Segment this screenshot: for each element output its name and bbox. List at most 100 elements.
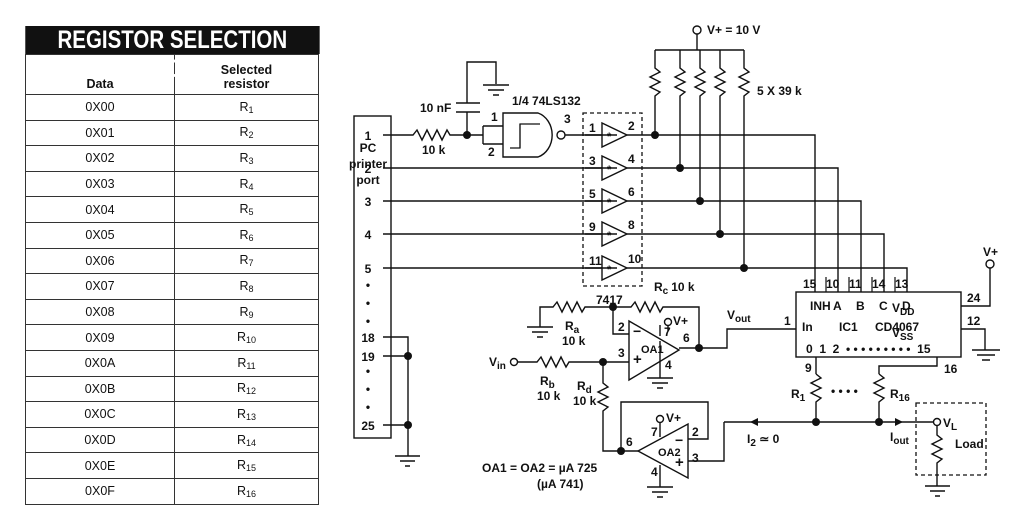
vl-label: VL [943,416,957,433]
port-pin-4: 4 [365,228,372,242]
nand-part-label: 1/4 74LS132 [512,94,581,108]
opamp-note-2: (µA 741) [537,477,583,491]
vin-label: Vin [489,355,506,372]
load-outline [915,402,987,476]
resistor-ellipsis: • • • • [831,384,858,398]
mux-route [650,200,862,292]
buffer-part-label: 7417 [596,293,623,307]
buffer-pin-out: 4 [628,152,635,166]
resistor-letter: R [239,99,249,114]
cell-data: 0X02 [25,145,175,172]
oa2-minus: − [675,432,683,448]
mux-vss: VSS [892,326,914,343]
r16-label: R16 [890,387,910,404]
cell-resistor: R3 [174,145,319,172]
mux-pin-label: C [879,299,888,313]
buffer-pin-out: 8 [628,218,635,232]
i2-label: I2 ≃ 0 [747,432,780,449]
resistor-index: 6 [248,232,254,243]
pullup-resistor [673,50,687,168]
buffer-pin-in: 5 [589,187,596,201]
supply-label: V+ = 10 V [707,23,760,37]
port-pin-19: 19 [361,350,375,364]
resistor-index: 14 [246,437,257,448]
cell-data: 0X0B [25,375,175,403]
supply-terminal [692,25,702,35]
resistor-letter: R [239,150,249,165]
resistor-index: 12 [246,386,257,397]
vin-terminal [509,357,519,367]
buffer-pin-in: 1 [589,121,596,135]
mux-pin-number: 15 [803,277,817,291]
oa2-plus: + [675,454,684,471]
cell-resistor: R2 [174,119,319,147]
buffer-gate: 3 4 * [585,152,650,182]
cell-data: 0X07 [25,273,175,300]
pullup-resistors [648,50,751,272]
resistor-index: 3 [248,155,254,166]
resistor-index: 10 [246,335,257,346]
resistor-letter: R [239,202,249,217]
cell-resistor: R7 [174,247,319,275]
mux-output-labels: 0 1 2 • • • • • • • • • 15 [806,342,931,356]
port-pin-2: 2 [365,162,372,176]
port-pin-ellipsis: • [366,364,370,378]
port-pin-ellipsis: • [366,296,370,310]
rb-label: Rb [540,374,555,391]
pin25-junction [404,421,412,429]
r1-label: R1 [791,387,806,404]
cell-data: 0X0D [25,426,175,454]
mux-pin-label: D [902,299,911,313]
buffer-pin-in: 11 [589,254,602,268]
oa2-pin-2: 2 [692,425,699,439]
oa1-supply: V+ [673,314,688,328]
resistor-index: 15 [246,463,257,474]
resistor-letter: R [239,278,249,293]
resistor-letter: R [237,355,247,370]
buffer-pin-out: 2 [628,119,635,133]
port-data-lines [383,167,617,269]
resistor-index: 9 [248,309,254,320]
ra-label: Ra [565,319,580,336]
junction-dot [463,131,471,139]
table-title: REGISTOR SELECTION CODES [24,26,320,83]
header-data: Data [25,54,175,95]
vss-pin: 12 [967,314,981,328]
cell-data: 0X0E [25,452,175,479]
resistor-letter: R [239,227,249,242]
resistor-index: 4 [248,181,254,192]
buffer-pin-in: 3 [589,154,596,168]
cell-data: 0X01 [25,119,175,147]
mux-route [650,134,816,292]
mux-pin-number: 10 [826,277,840,291]
header-selected-resistor: Selected resistor [174,54,319,95]
resistor-letter: R [239,125,249,140]
resistor-letter: R [236,483,246,498]
mux-pin-label: A [833,299,842,313]
buffer-pin-out: 6 [628,185,635,199]
buffer-symbol: * [607,131,612,143]
resistor-index: 16 [246,488,257,499]
ra-value: 10 k [562,334,586,348]
buffer-symbol: * [607,164,612,176]
nand-pin-3: 3 [564,112,571,126]
vdd-supply-terminal [985,259,995,269]
cell-resistor: R4 [174,170,319,198]
mux-pin-label: INH [810,299,831,313]
port-connector-body [353,115,392,439]
mux-pin-label: B [856,299,865,313]
oa2-supply-terminal [655,414,665,424]
